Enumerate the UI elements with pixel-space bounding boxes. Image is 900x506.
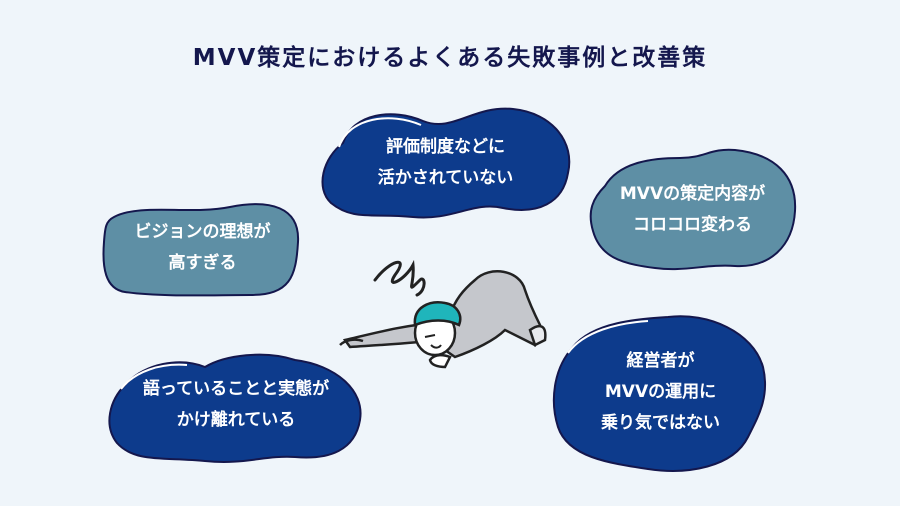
- cloud-text: MVVの策定内容が コロコロ変わる: [619, 184, 766, 235]
- cloud-shape-icon: [102, 203, 300, 297]
- cloud-words-vs-reality: 語っていることと実態が かけ離れている: [105, 345, 367, 465]
- crawling-man-illustration: [335, 245, 560, 380]
- cloud-shape-icon: [589, 148, 797, 271]
- crawling-man-icon: [339, 259, 547, 369]
- cloud-shape-icon: [552, 315, 767, 472]
- cloud-text: ビジョンの理想が 高すぎる: [134, 222, 271, 273]
- cloud-shape-icon: [321, 107, 571, 219]
- cloud-text: 語っていることと実態が かけ離れている: [142, 379, 330, 430]
- cloud-mvv-keeps-changing: MVVの策定内容が コロコロ変わる: [585, 146, 800, 274]
- cloud-text: 経営者が MVVの運用に 乗り気ではない: [601, 350, 720, 433]
- cloud-text: 評価制度などに 活かされていない: [377, 137, 514, 188]
- cloud-vision-too-high: ビジョンの理想が 高すぎる: [100, 197, 305, 299]
- cloud-shape-icon: [108, 353, 362, 463]
- cloud-executives-not-keen: 経営者が MVVの運用に 乗り気ではない: [548, 307, 773, 477]
- page-title: MVV策定におけるよくある失敗事例と改善策: [192, 45, 708, 71]
- cloud-evaluation-not-used: 評価制度などに 活かされていない: [313, 103, 578, 223]
